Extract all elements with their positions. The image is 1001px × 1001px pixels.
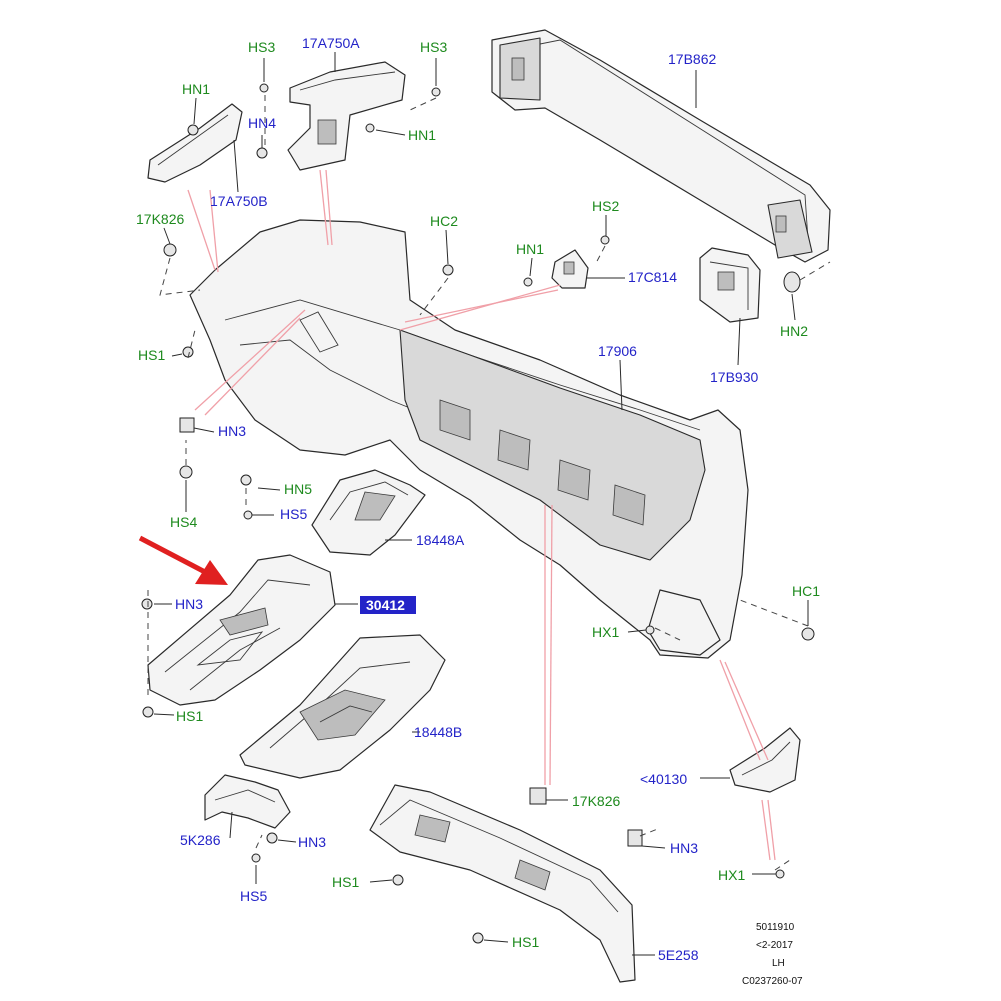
label-hn2: HN2 (780, 323, 808, 339)
label-17c814: 17C814 (628, 269, 677, 285)
label-17b930: 17B930 (710, 369, 758, 385)
valance-5e258 (369, 784, 636, 983)
label-5e258: 5E258 (658, 947, 699, 963)
note-line-4: C0237260-07 (742, 976, 803, 987)
label-hs3-b: HS3 (420, 39, 447, 55)
note-line-1: 5011910 (756, 922, 795, 933)
label-hc1: HC1 (792, 583, 820, 599)
label-hs5-b: HS5 (240, 888, 267, 904)
label-hs4: HS4 (170, 514, 197, 530)
label-hs3-a: HS3 (248, 39, 275, 55)
label-hn3-b: HN3 (175, 596, 203, 612)
note-line-2: <2-2017 (756, 940, 793, 951)
highlight-box (360, 596, 416, 614)
label-hc2: HC2 (430, 213, 458, 229)
label-hn4: HN4 (248, 115, 276, 131)
bracket-17a750b (147, 103, 243, 183)
label-17906: 17906 (598, 343, 637, 359)
label-18448a: 18448A (416, 532, 465, 548)
label-17a750a: 17A750A (302, 35, 360, 51)
label-5k286: 5K286 (180, 832, 221, 848)
bracket-17c814 (551, 249, 589, 289)
deflector-40130 (729, 727, 801, 793)
pink-leaders (187, 169, 776, 861)
label-hn5: HN5 (284, 481, 312, 497)
bracket-17b930 (699, 247, 761, 323)
label-hs5-a: HS5 (280, 506, 307, 522)
duct-5k286 (204, 774, 291, 829)
label-17k826-a: 17K826 (136, 211, 184, 227)
labels: HS3 17A750A HS3 17B862 HN1 HN4 HN1 17A75… (136, 35, 820, 963)
label-hn1-b: HN1 (408, 127, 436, 143)
label-30412: 30412 (366, 597, 405, 613)
clip-17k826-lower (529, 787, 547, 805)
assembly-lines (147, 95, 809, 871)
fasteners (141, 83, 815, 944)
trim-panel-30412 (147, 554, 336, 706)
label-hs1-c: HS1 (332, 874, 359, 890)
note-line-3: LH (772, 958, 785, 969)
callout-leaders (153, 52, 809, 956)
label-hs1-d: HS1 (512, 934, 539, 950)
bracket-18448a (311, 469, 426, 556)
reference-note: 5011910 <2-2017 LH C0237260-07 (742, 922, 803, 987)
bracket-17a750a (287, 61, 406, 171)
label-hn1-a: HN1 (182, 81, 210, 97)
label-17a750b: 17A750B (210, 193, 268, 209)
label-hn3-d: HN3 (670, 840, 698, 856)
label-hn3-c: HN3 (298, 834, 326, 850)
bumper-beam-17b862 (491, 29, 831, 263)
label-hs1-b: HS1 (176, 708, 203, 724)
label-hx1-a: HX1 (592, 624, 619, 640)
pointer-arrow (138, 535, 228, 585)
label-hs1-a: HS1 (138, 347, 165, 363)
label-18448b: 18448B (414, 724, 462, 740)
bracket-18448b (239, 634, 446, 779)
label-40130: <40130 (640, 771, 687, 787)
label-hn3-a: HN3 (218, 423, 246, 439)
bumper-cover-17906 (189, 219, 749, 659)
label-17k826-b: 17K826 (572, 793, 620, 809)
label-hn1-c: HN1 (516, 241, 544, 257)
label-hx1-b: HX1 (718, 867, 745, 883)
nut-hn2 (783, 261, 831, 293)
label-17b862: 17B862 (668, 51, 716, 67)
label-hs2: HS2 (592, 198, 619, 214)
